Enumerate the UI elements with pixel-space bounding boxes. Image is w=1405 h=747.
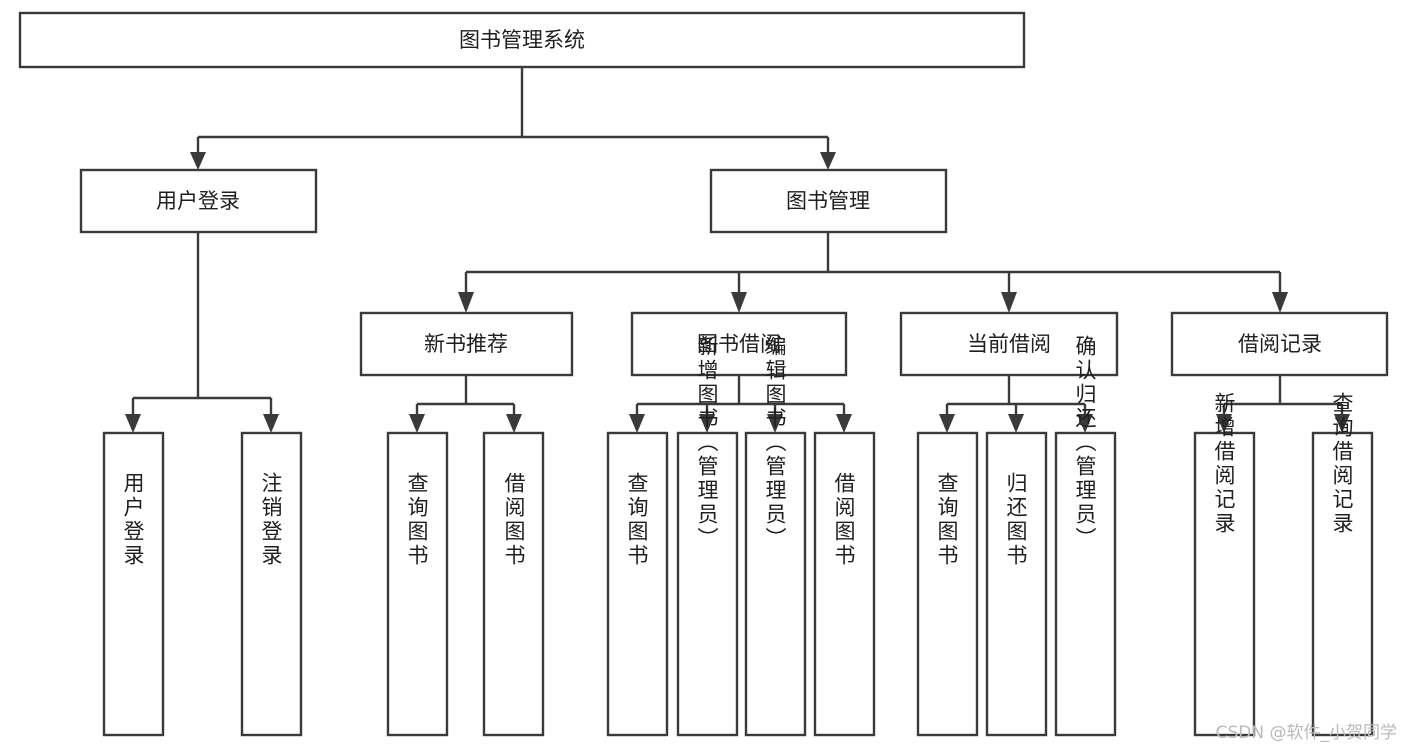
arrowhead-icon-leaf-4	[506, 414, 522, 433]
arrowhead-icon-bookmgmt	[820, 152, 836, 170]
node-leaf-10-box[interactable]	[985, 431, 1048, 737]
node-leaf-7-box[interactable]	[744, 431, 807, 737]
node-leaf-5-box[interactable]	[606, 431, 669, 737]
node-records-label: 借阅记录	[1238, 332, 1322, 356]
node-leaf-9-label: 查询图书	[935, 472, 959, 568]
node-current-box[interactable]	[899, 311, 1119, 377]
node-leaf-6[interactable]: 新增图书（管理员）	[676, 335, 739, 737]
arrowhead-icon-leaf-11	[1077, 414, 1093, 433]
node-leaf-5[interactable]: 查询图书	[606, 431, 669, 737]
arrowhead-icon-leaf-9	[939, 414, 955, 433]
node-leaf-11[interactable]: 确认归还（管理员）	[1054, 335, 1117, 737]
arrowhead-icon-leaf-2	[263, 414, 279, 433]
connectors-borrow-to-leaves	[629, 375, 852, 433]
node-newbook-box[interactable]	[359, 311, 574, 377]
node-login[interactable]: 用户登录	[79, 168, 318, 234]
node-leaf-2-label: 注销登录	[259, 472, 283, 568]
node-leaf-7[interactable]: 编辑图书（管理员）	[744, 335, 807, 737]
node-leaf-9-box[interactable]	[916, 431, 979, 737]
node-leaf-13-label: 查询借阅记录	[1330, 392, 1354, 536]
node-borrow[interactable]: 图书借阅	[630, 311, 848, 377]
arrowhead-icon-leaf-1	[125, 414, 141, 433]
node-leaf-6-label: 新增图书（管理员）	[695, 335, 719, 551]
node-leaf-4-label: 借阅图书	[502, 472, 526, 568]
node-current[interactable]: 当前借阅	[899, 311, 1119, 377]
arrowhead-icon-newbook	[458, 292, 474, 313]
arrowhead-icon-login	[190, 152, 206, 170]
node-leaf-3-box[interactable]	[386, 431, 449, 737]
arrowhead-icon-leaf-8	[836, 414, 852, 433]
arrowhead-icon-leaf-13	[1334, 414, 1350, 433]
arrowhead-icon-borrow	[731, 292, 747, 313]
node-root-label: 图书管理系统	[459, 28, 585, 52]
node-newbook-label: 新书推荐	[424, 332, 508, 356]
node-leaf-4[interactable]: 借阅图书	[482, 431, 545, 737]
node-leaf-9[interactable]: 查询图书	[916, 431, 979, 737]
node-current-label: 当前借阅	[967, 332, 1051, 356]
node-root-box[interactable]	[18, 11, 1026, 69]
node-leaf-1[interactable]: 用户登录	[102, 431, 165, 737]
node-login-label: 用户登录	[156, 189, 240, 213]
node-leaf-12-box[interactable]	[1193, 431, 1256, 737]
watermark: CSDN @软件_小贺同学	[1215, 723, 1397, 743]
arrowhead-icon-leaf-7	[767, 414, 783, 433]
node-leaf-7-label: 编辑图书（管理员）	[763, 335, 787, 551]
connectors-records-to-leaves	[1216, 375, 1350, 433]
arrowhead-icon-records	[1272, 292, 1288, 313]
arrowhead-icon-leaf-12	[1216, 414, 1232, 433]
connectors-root-to-level2	[190, 67, 836, 170]
node-leaf-11-label: 确认归还（管理员）	[1073, 335, 1097, 551]
node-leaf-3-label: 查询图书	[405, 472, 429, 568]
node-leaf-4-box[interactable]	[482, 431, 545, 737]
arrowhead-icon-current	[1001, 292, 1017, 313]
node-leaf-13-box[interactable]	[1311, 431, 1374, 737]
arrowhead-icon-leaf-3	[409, 414, 425, 433]
node-leaf-1-label: 用户登录	[121, 472, 145, 568]
node-leaf-6-box[interactable]	[676, 431, 739, 737]
arrowhead-icon-leaf-10	[1008, 414, 1024, 433]
node-leaf-12-label: 新增借阅记录	[1212, 392, 1236, 536]
node-newbook[interactable]: 新书推荐	[359, 311, 574, 377]
node-leaf-13[interactable]: 查询借阅记录	[1311, 392, 1374, 737]
node-records[interactable]: 借阅记录	[1170, 311, 1389, 377]
node-leaf-10-label: 归还图书	[1004, 472, 1028, 568]
connectors-login-to-leaves	[125, 232, 279, 433]
node-leaf-5-label: 查询图书	[625, 472, 649, 568]
node-bookmgmt-box[interactable]	[709, 168, 948, 234]
connectors-current-to-leaves	[939, 375, 1093, 433]
node-borrow-label: 图书借阅	[697, 332, 781, 356]
node-leaf-12[interactable]: 新增借阅记录	[1193, 392, 1256, 737]
arrowhead-icon-leaf-6	[699, 414, 715, 433]
node-leaf-8[interactable]: 借阅图书	[813, 431, 876, 737]
arrowhead-icon-leaf-5	[629, 414, 645, 433]
node-leaf-2-box[interactable]	[240, 431, 303, 737]
node-leaf-11-box[interactable]	[1054, 431, 1117, 737]
node-leaf-8-label: 借阅图书	[832, 472, 856, 568]
node-borrow-box[interactable]	[630, 311, 848, 377]
node-bookmgmt-label: 图书管理	[786, 189, 870, 213]
node-bookmgmt[interactable]: 图书管理	[709, 168, 948, 234]
connectors-bookmgmt-to-level3	[458, 232, 1288, 313]
node-leaf-8-box[interactable]	[813, 431, 876, 737]
node-records-box[interactable]	[1170, 311, 1389, 377]
node-leaf-10[interactable]: 归还图书	[985, 431, 1048, 737]
node-leaf-1-box[interactable]	[102, 431, 165, 737]
connectors-newbook-to-leaves	[409, 375, 522, 433]
node-root[interactable]: 图书管理系统	[18, 11, 1026, 69]
node-leaf-2[interactable]: 注销登录	[240, 431, 303, 737]
node-login-box[interactable]	[79, 168, 318, 234]
node-leaf-3[interactable]: 查询图书	[386, 431, 449, 737]
